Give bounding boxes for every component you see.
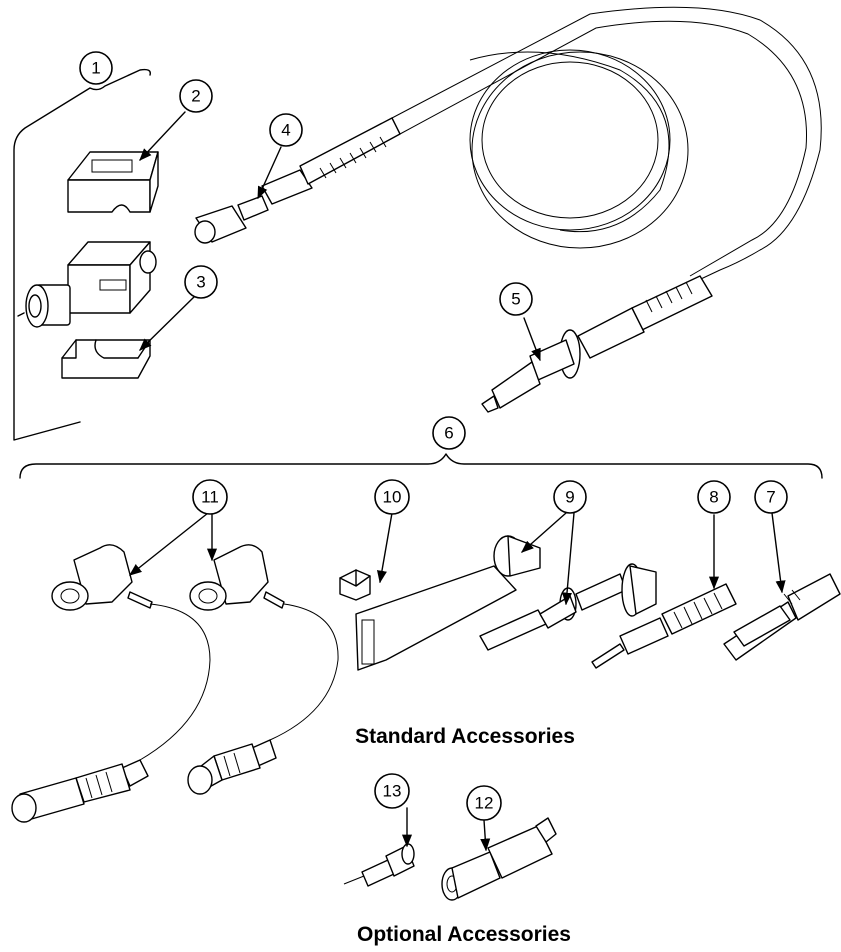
svg-text:5: 5 [511, 290, 520, 309]
callout-11: 11 [192, 479, 228, 515]
callout-2: 2 [179, 79, 213, 113]
svg-text:7: 7 [766, 488, 775, 507]
bracket-1 [13, 68, 151, 441]
adapter-cover-top [67, 151, 159, 213]
svg-text:10: 10 [383, 488, 402, 507]
bnc-adapter-body [17, 241, 157, 328]
callout-9: 9 [553, 480, 587, 514]
svg-text:11: 11 [201, 488, 219, 507]
callout-10: 10 [374, 479, 410, 515]
hook-tip-large [355, 535, 541, 671]
probe-tip [591, 583, 737, 669]
insulator-cap [339, 569, 371, 601]
adapter-cover-bottom [61, 339, 151, 379]
callout-12: 12 [466, 785, 502, 821]
caption-optional-accessories: Optional Accessories [357, 923, 571, 946]
bracket-6 [19, 453, 823, 479]
probe-compensation-box [194, 117, 401, 244]
svg-text:4: 4 [281, 121, 290, 140]
callout-8: 8 [697, 480, 731, 514]
ground-lead-2 [187, 544, 339, 795]
probe-cable-coil [391, 6, 822, 287]
callout-13: 13 [374, 773, 410, 809]
callout-6: 6 [432, 416, 466, 450]
callout-4: 4 [269, 113, 303, 147]
svg-text:6: 6 [444, 424, 453, 443]
svg-text:12: 12 [475, 794, 494, 813]
svg-text:8: 8 [709, 488, 718, 507]
callout-1: 1 [79, 51, 113, 85]
leader-lines [129, 111, 786, 852]
alligator-clip [723, 573, 841, 661]
callout-7: 7 [754, 480, 788, 514]
hook-tip-small [479, 563, 657, 651]
ground-lead-1 [11, 544, 211, 823]
svg-text:1: 1 [91, 59, 100, 78]
caption-standard-accessories: Standard Accessories [355, 725, 575, 748]
probe-tip-adapter [343, 843, 415, 887]
svg-text:13: 13 [383, 782, 402, 801]
bnc-to-probe-adapter [441, 817, 557, 901]
callout-3: 3 [184, 265, 218, 299]
probe-body [481, 275, 713, 413]
svg-text:2: 2 [191, 87, 200, 106]
svg-text:3: 3 [196, 273, 205, 292]
callout-5: 5 [499, 282, 533, 316]
svg-text:9: 9 [565, 488, 574, 507]
